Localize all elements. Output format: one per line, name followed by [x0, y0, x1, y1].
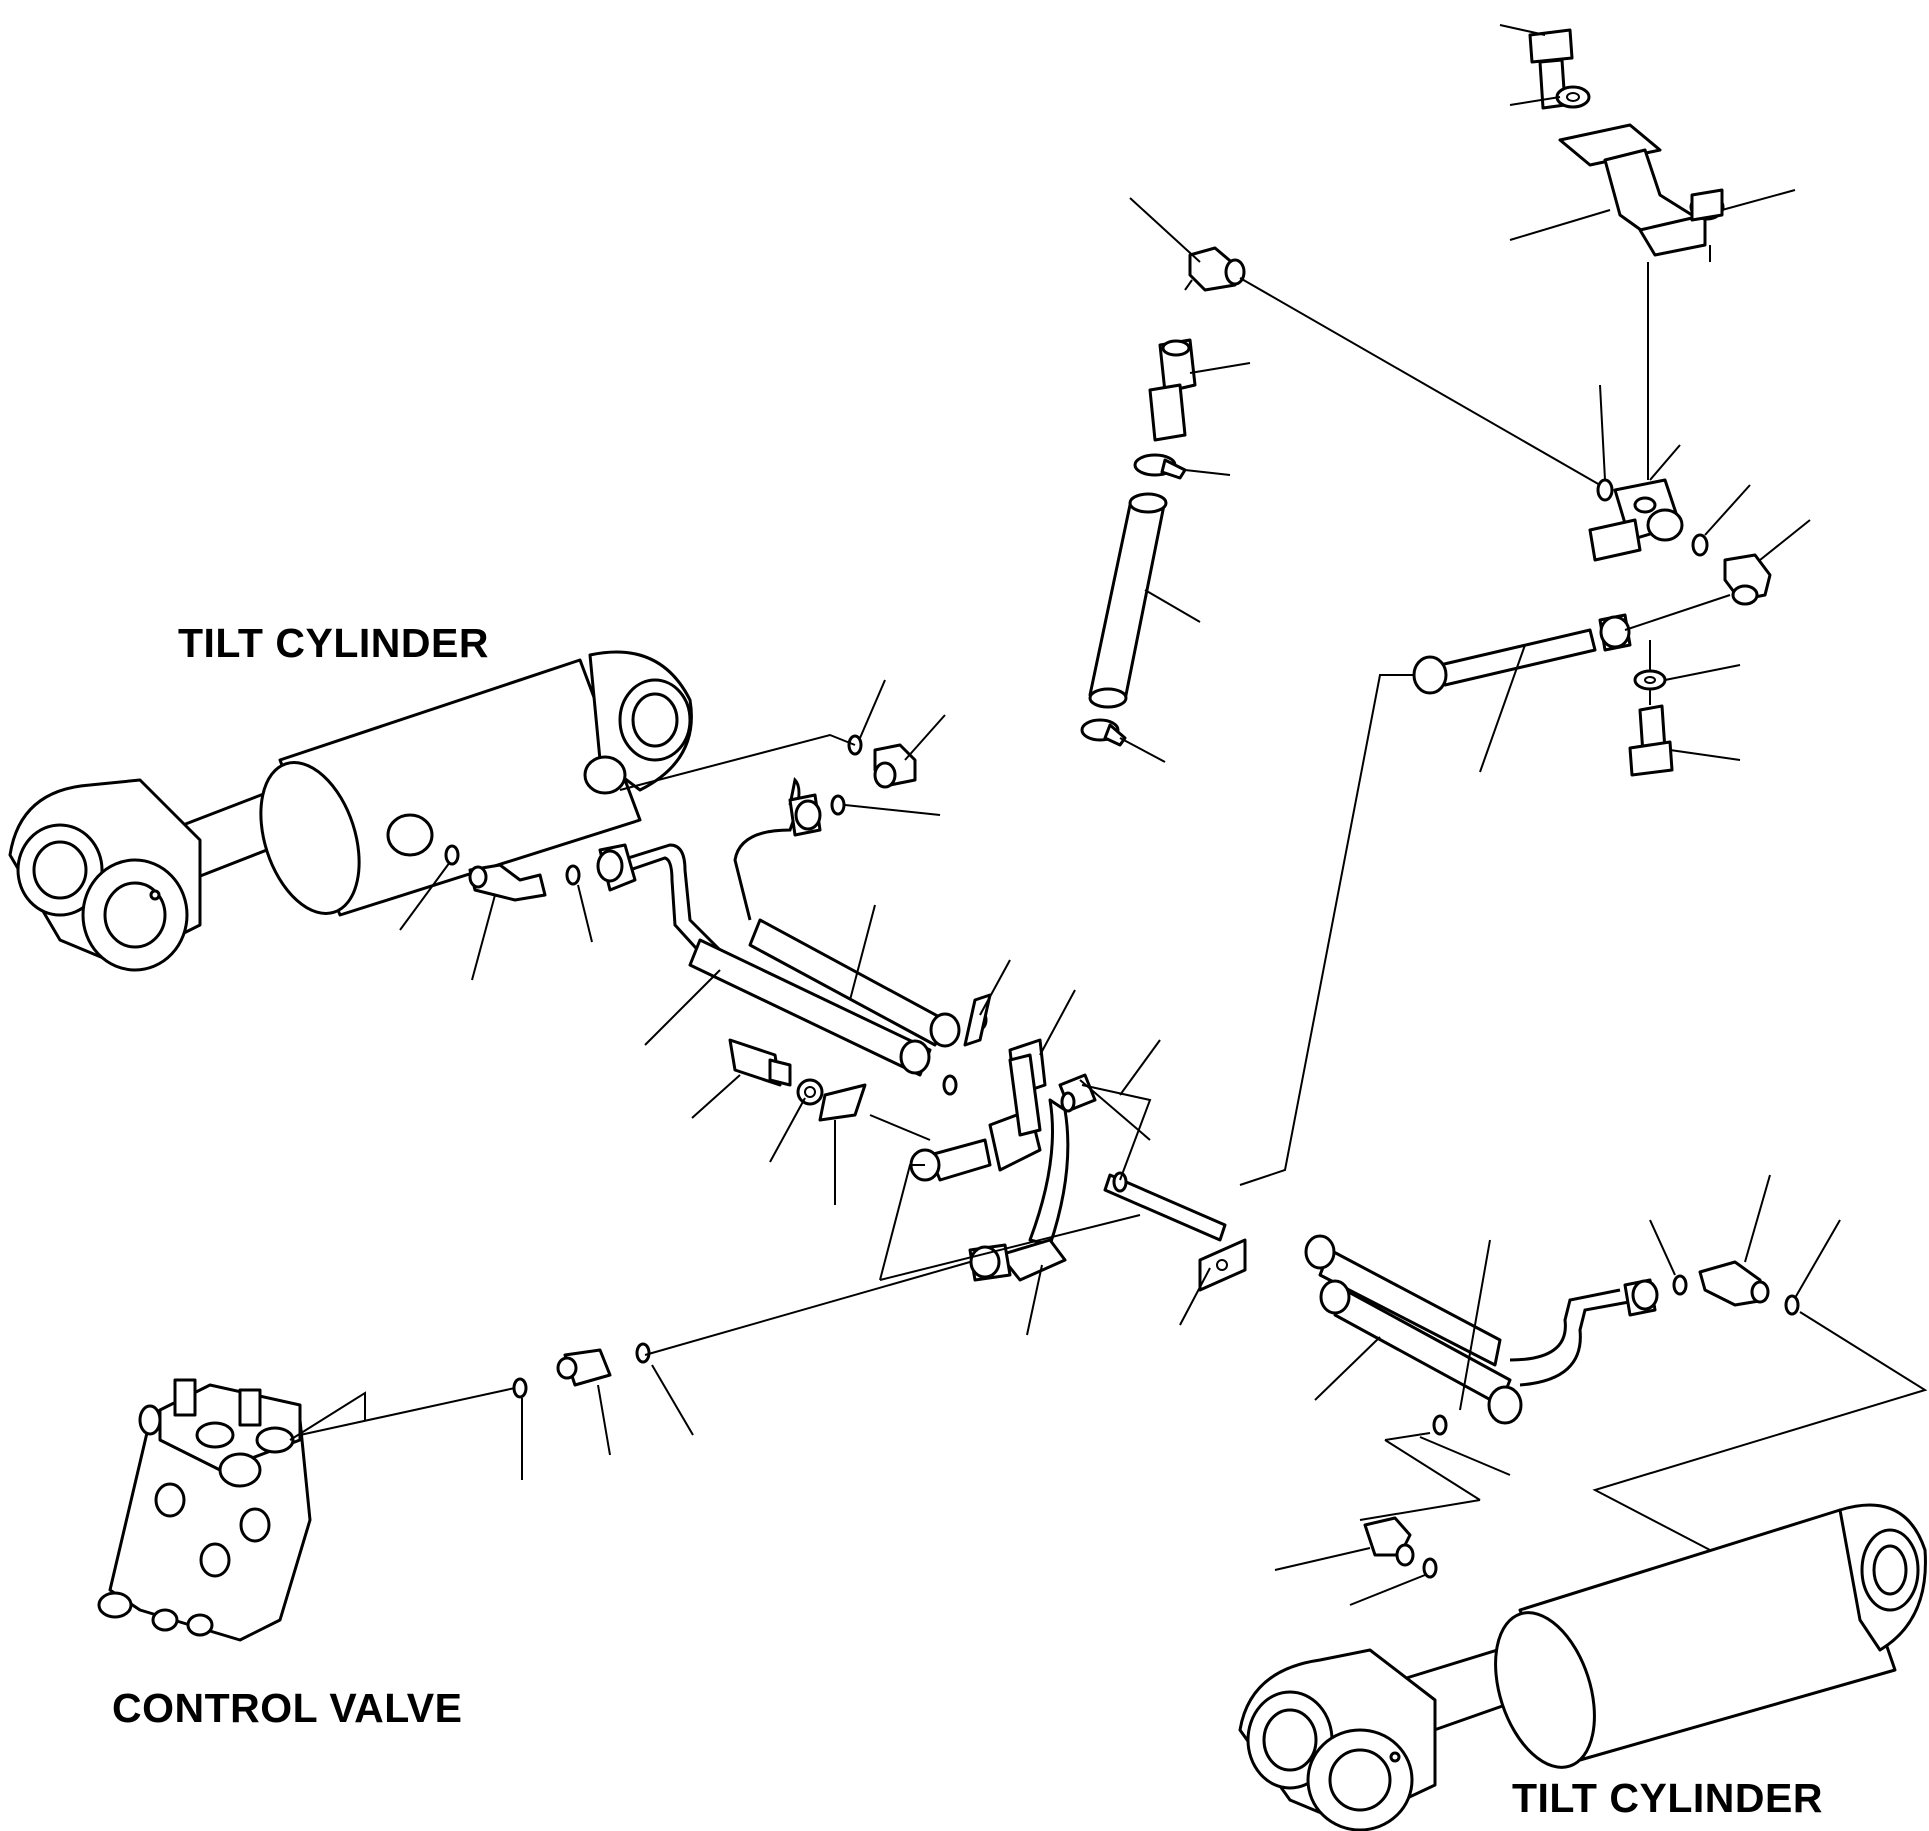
control-valve [97, 1378, 366, 1642]
tilt-cylinder-right [1238, 1503, 1927, 1831]
leader-lines [299, 24, 1928, 1606]
small-fittings [444, 734, 1800, 1579]
control-valve-label: CONTROL VALVE [112, 1685, 463, 1731]
hoses-and-pipes [596, 613, 1659, 1425]
bracket-assembly [1528, 28, 1772, 777]
upper-fittings [1080, 246, 1246, 747]
tilt-cylinder-left [8, 650, 693, 972]
tilt-cylinder-right-label: TILT CYLINDER [1512, 1775, 1823, 1821]
tee-block-assembly [728, 1038, 1097, 1282]
tilt-cylinder-left-label: TILT CYLINDER [178, 620, 489, 666]
